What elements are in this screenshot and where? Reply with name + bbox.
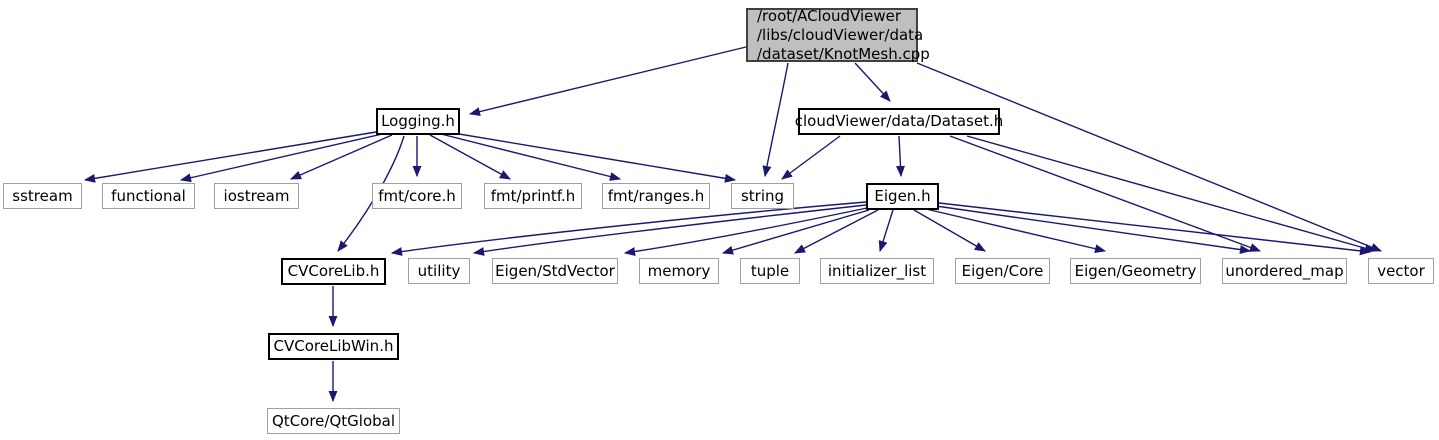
- edge-eigen_h-to-cvcorelib: [390, 201, 867, 256]
- node-initializer[interactable]: initializer_list: [820, 258, 934, 284]
- edge-dataset-to-eigen_h: [896, 135, 905, 178]
- edge-dataset-to-vector: [966, 135, 1377, 253]
- node-unordered_map[interactable]: unordered_map: [1222, 258, 1347, 284]
- node-eigen_geometry[interactable]: Eigen/Geometry: [1070, 258, 1201, 284]
- node-dataset[interactable]: cloudViewer/data/Dataset.h: [795, 108, 1003, 135]
- edge-logging-to-fmt_ranges: [440, 133, 622, 181]
- node-fmt_printf[interactable]: fmt/printf.h: [484, 183, 582, 209]
- node-sstream[interactable]: sstream: [3, 183, 82, 209]
- node-cvcorelibwin[interactable]: CVCoreLibWin.h: [268, 333, 399, 360]
- node-eigen_core[interactable]: Eigen/Core: [955, 258, 1050, 284]
- edge-dataset-to-unordered_map: [949, 135, 1262, 252]
- edge-root-to-string: [762, 62, 789, 178]
- edge-root-to-dataset: [854, 62, 891, 102]
- edge-eigen_h-to-initializer: [878, 209, 894, 253]
- edge-logging-to-iostream: [289, 134, 393, 180]
- node-vector[interactable]: vector: [1368, 258, 1434, 284]
- node-iostream[interactable]: iostream: [214, 183, 299, 209]
- edge-eigen_h-to-memory: [721, 209, 870, 255]
- edge-eigen_h-to-utility: [472, 204, 867, 256]
- edge-logging-to-string: [452, 132, 737, 183]
- node-utility[interactable]: utility: [408, 258, 470, 284]
- edge-eigen_h-to-vector: [938, 202, 1372, 256]
- edge-eigen_h-to-eigen_core: [913, 209, 986, 252]
- edge-logging-to-fmt_printf: [429, 134, 511, 180]
- node-tuple[interactable]: tuple: [740, 258, 800, 284]
- node-eigen_h[interactable]: Eigen.h: [866, 183, 939, 210]
- node-logging[interactable]: Logging.h: [376, 108, 460, 135]
- edge-logging-to-sstream: [83, 131, 377, 183]
- node-fmt_core[interactable]: fmt/core.h: [372, 183, 462, 209]
- node-fmt_ranges[interactable]: fmt/ranges.h: [602, 183, 710, 209]
- edge-eigen_h-to-eigen_geometry: [925, 208, 1107, 254]
- node-functional[interactable]: functional: [102, 183, 195, 209]
- edge-eigen_h-to-tuple: [794, 209, 879, 254]
- edge-root-to-vector: [916, 62, 1383, 252]
- node-qtglobal[interactable]: QtCore/QtGlobal: [267, 408, 400, 434]
- node-memory[interactable]: memory: [639, 258, 719, 284]
- node-root[interactable]: /root/ACloudViewer /libs/cloudViewer/dat…: [746, 7, 930, 63]
- edge-logging-to-functional: [179, 133, 383, 183]
- edge-dataset-to-string: [781, 135, 841, 180]
- node-cvcorelib[interactable]: CVCoreLib.h: [281, 258, 386, 285]
- node-string[interactable]: string: [731, 183, 794, 209]
- node-eigen_stdvector[interactable]: Eigen/StdVector: [492, 258, 618, 284]
- edge-eigen_h-to-unordered_map: [935, 205, 1252, 255]
- edge-eigen_h-to-eigen_stdvector: [623, 207, 868, 256]
- edge-root-to-logging: [468, 46, 747, 116]
